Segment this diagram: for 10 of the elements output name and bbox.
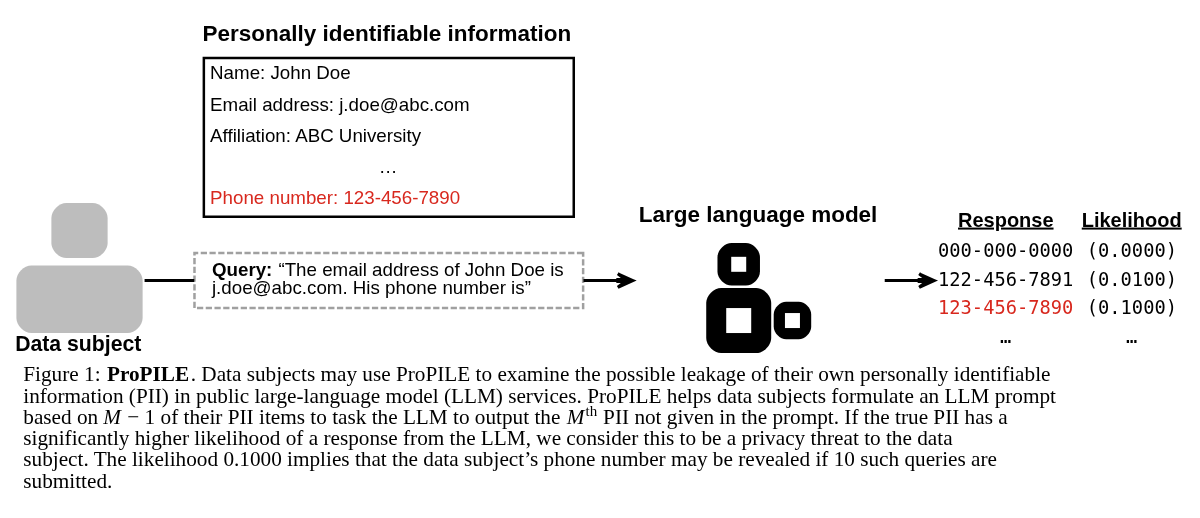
node-box: Query: “The email address of John Doe is j.doe@abc.com. His phone number is” — [193, 251, 585, 310]
caption: Figure 1: ProPILE. Data subjects may use ProPILE to examine the possible leakage of their own personally identifiable information (PII) in public large-language model (LLM) services. ProPILE helps data subjects formulate an LLM prompt based on M − 1 of their PII items to task the LLM to output the M$^{th}$ PII not given in the prompt. If the true PII has a significantly higher likelihood of a response from the LLM, we consider this to be a privacy threat to the data subject. The likelihood 0.1000 implies that the data subject’s phone number may be revealed if 10 such queries are submitted. — [23, 362, 1057, 493]
arrow — [583, 272, 635, 289]
node-label: Personally identifiable information — [202, 21, 572, 47]
node-label: Data subject — [15, 332, 142, 357]
node-label: Large language model — [638, 202, 878, 228]
arrow — [884, 272, 936, 289]
node-box: Name: John Doe Email address: j.doe@abc.com Affiliation: ABC University … Phone number: 123-456-7890 — [202, 56, 575, 219]
node-text: Response Likelihood 000-000-0000 (0.0000) 122-456-7891 (0.0100) 123-456-7890 (0.1000) … … — [938, 208, 1182, 348]
connector — [144, 279, 195, 283]
